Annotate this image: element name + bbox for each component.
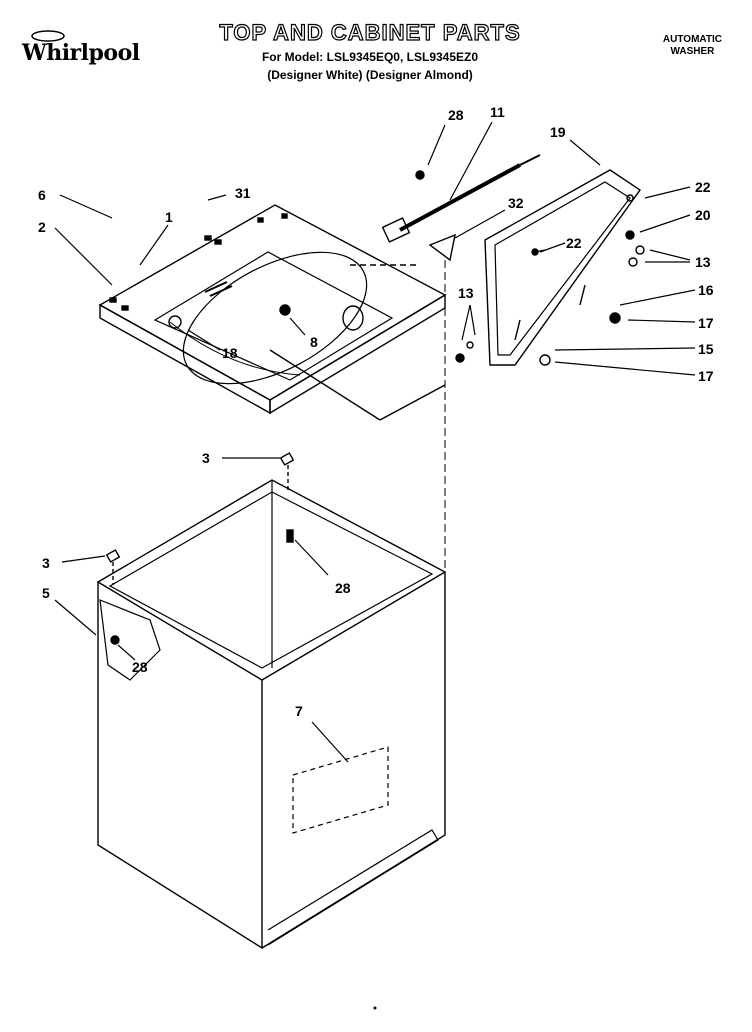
product-type: AUTOMATIC WASHER [663,34,722,58]
brand-logo: Whirlpool [22,40,140,66]
callout-31: 31 [235,185,251,201]
callout-3-upper: 3 [202,450,210,466]
callout-1: 1 [165,209,173,225]
callout-11: 11 [490,104,505,120]
callout-3-lower: 3 [42,555,50,571]
callout-8: 8 [310,334,318,350]
callout-13-left: 13 [458,285,474,301]
whirlpool-logo-icon [31,30,65,42]
product-type-line1: AUTOMATIC [662,34,722,45]
callout-22-lid: 22 [566,235,582,251]
product-type-line2: WASHER [670,46,715,57]
callout-13-right: 13 [695,254,711,270]
callout-7: 7 [295,703,303,719]
callout-17-lower: 17 [698,368,714,384]
callout-6: 6 [38,187,46,203]
leader-lines [54,121,696,763]
callout-28-front: 28 [132,659,148,675]
model-numbers: For Model: LSL9345EQ0, LSL9345EZ0 [261,50,479,64]
callout-15: 15 [698,341,714,357]
callout-18: 18 [222,345,238,361]
callout-2: 2 [38,219,46,235]
washer-lid [455,169,645,366]
callout-28-cabinet: 28 [335,580,351,596]
callout-22-right: 22 [695,179,711,195]
callout-17-upper: 17 [698,315,714,331]
callout-20: 20 [695,207,711,223]
page-title: TOP AND CABINET PARTS [219,19,521,45]
callout-32: 32 [508,195,524,211]
lid-switch-harness [381,154,541,570]
callout-5: 5 [42,585,50,601]
callout-28-top: 28 [448,107,464,123]
color-variants: (Designer White) (Designer Almond) [267,68,473,82]
callout-16: 16 [698,282,714,298]
washer-cabinet [96,452,447,950]
callout-19: 19 [550,124,566,140]
washer-top-panel [98,204,447,421]
